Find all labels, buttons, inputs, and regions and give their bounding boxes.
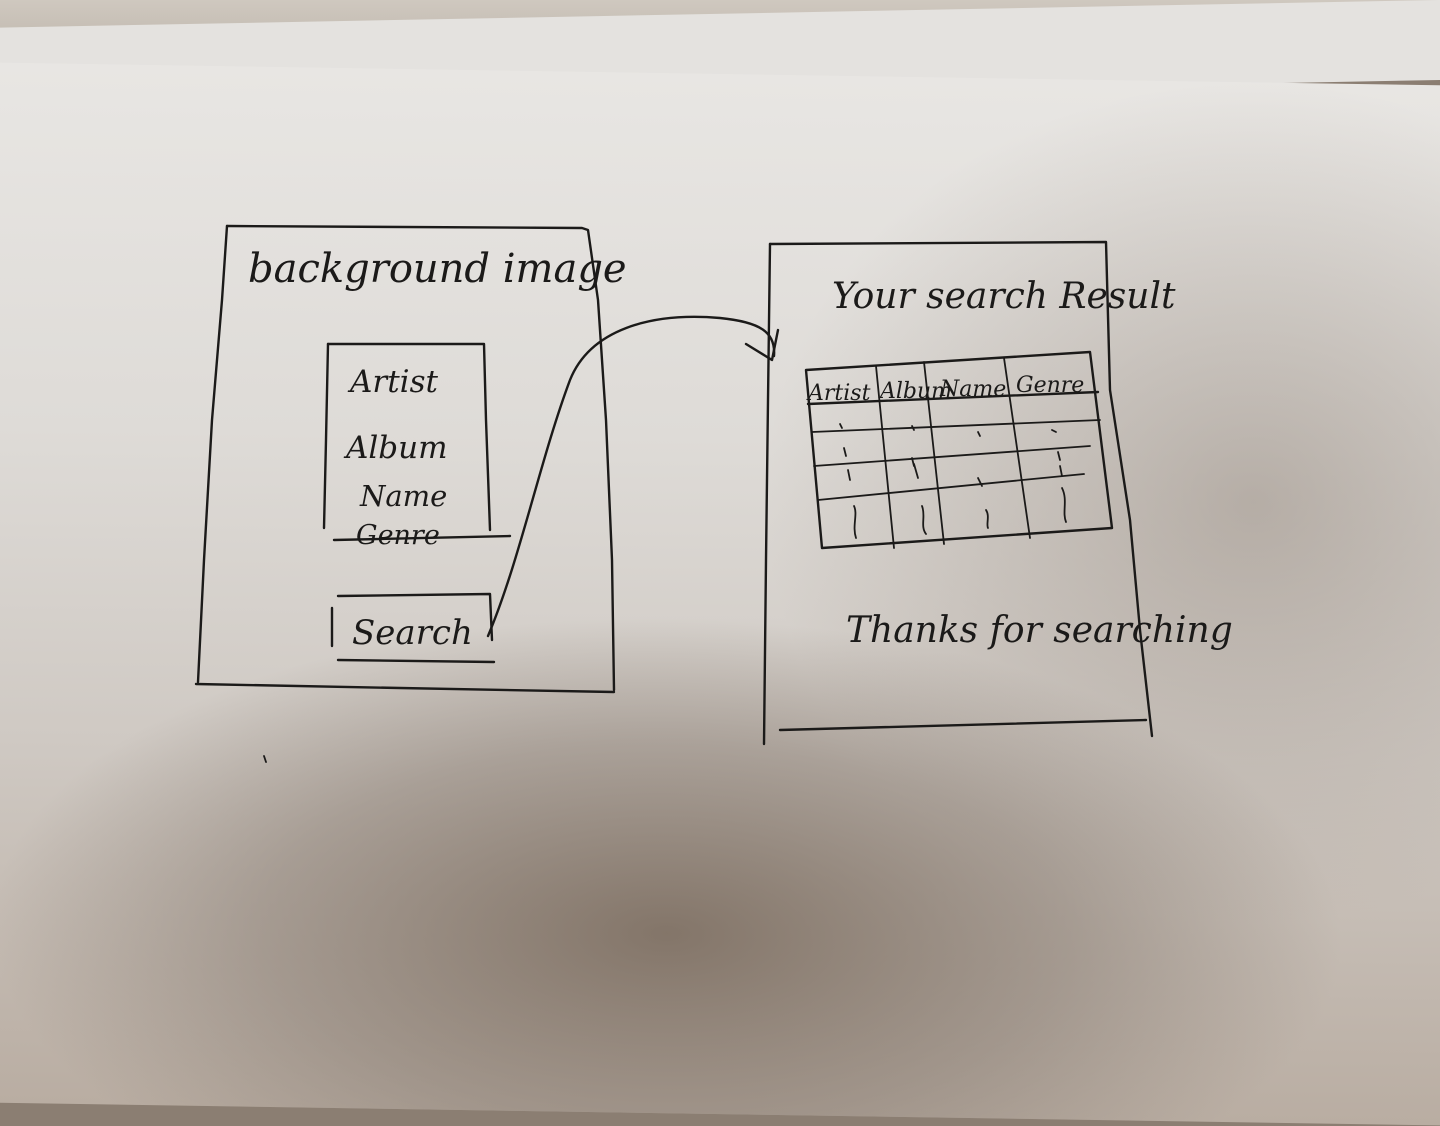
navigation-arrow	[486, 315, 780, 638]
genre-field-label[interactable]: Genre	[356, 520, 440, 551]
search-button-border-bottom	[336, 658, 496, 664]
table-column-line	[875, 365, 895, 549]
table-cell-placeholder	[1051, 429, 1057, 433]
search-button[interactable]: Search	[330, 592, 496, 664]
flow-arrow-head	[744, 328, 780, 362]
right-screen-border-right	[768, 240, 1154, 738]
table-cell-placeholder	[1057, 451, 1061, 461]
stray-mark	[263, 755, 267, 763]
album-field-label[interactable]: Album	[343, 430, 448, 466]
table-row-line	[813, 445, 1091, 467]
table-cell-placeholder	[847, 469, 851, 481]
table-cell-placeholder	[921, 505, 927, 535]
table-cell-placeholder	[911, 425, 915, 431]
right-screen: Your search Result Artist Album Name Gen…	[762, 240, 1233, 746]
name-field-label[interactable]: Name	[359, 479, 447, 513]
table-cell-placeholder	[1059, 465, 1063, 477]
table-header-genre: Genre	[1016, 373, 1084, 398]
table-header-album: Album	[878, 379, 952, 404]
wireframe-sketch: background image Artist Album Name Genre…	[194, 224, 1233, 763]
table-cell-placeholder	[913, 463, 919, 479]
table-cell-placeholder	[839, 423, 843, 429]
table-cell-placeholder	[977, 431, 981, 437]
results-title: Your search Result	[832, 276, 1176, 317]
table-cell-placeholder	[985, 509, 989, 529]
table-column-line	[923, 361, 945, 545]
table-header-divider	[806, 390, 1100, 406]
form-box-border	[326, 342, 492, 532]
left-screen-border-bottom	[194, 682, 616, 694]
table-cell-placeholder	[977, 477, 983, 487]
table-cell-placeholder	[1061, 487, 1067, 523]
right-screen-border-bottom	[778, 718, 1148, 732]
table-cell-placeholder	[853, 505, 857, 539]
table-header-name: Name	[939, 377, 1006, 402]
background-image-label: background image	[248, 246, 627, 292]
results-table: Artist Album Name Genre	[804, 350, 1114, 550]
table-border	[804, 350, 1114, 550]
form-box-border-left	[322, 342, 330, 530]
search-button-label[interactable]: Search	[352, 613, 473, 653]
table-row-line	[817, 473, 1085, 501]
table-column-line	[1003, 357, 1031, 539]
artist-field-label[interactable]: Artist	[347, 364, 438, 400]
genre-strike-line	[332, 534, 512, 542]
left-screen: background image Artist Album Name Genre…	[194, 224, 627, 694]
left-screen-border-right	[225, 224, 616, 692]
flow-arrow-line	[486, 315, 776, 638]
table-cell-placeholder	[843, 447, 847, 457]
thanks-message: Thanks for searching	[846, 610, 1233, 651]
right-screen-border-left	[762, 242, 772, 746]
left-screen-border-left	[196, 224, 229, 684]
search-form-box: Artist Album Name Genre	[322, 342, 512, 551]
table-row-line	[811, 419, 1101, 433]
table-header-artist: Artist	[806, 381, 871, 406]
